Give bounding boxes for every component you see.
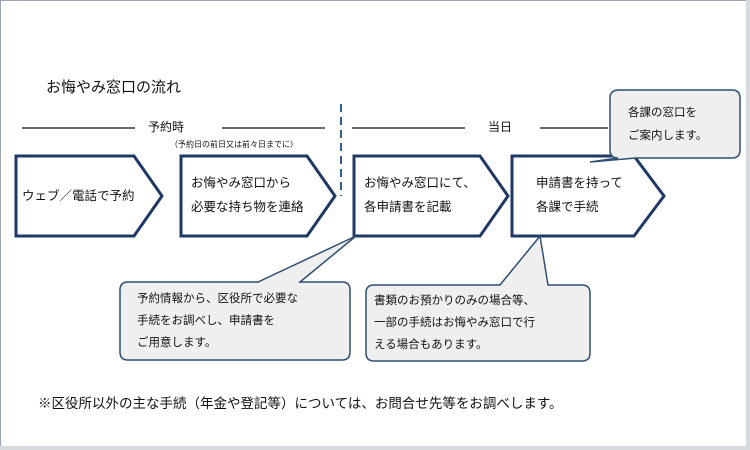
step-2-line-2: 必要な持ち物を連絡 bbox=[191, 199, 304, 214]
step-3-line-2: 各申請書を記載 bbox=[364, 199, 452, 214]
phase-sublabel-reservation: （予約日の前日又は前々日までに） bbox=[170, 140, 298, 149]
callout-documents-line-2: 一部の手続はお悔やみ窓口で行 bbox=[374, 315, 535, 329]
footnote: ※区役所以外の主な手続（年金や登記等）については、お問合せ先等をお調べします。 bbox=[38, 396, 563, 412]
frame-shadow-bottom bbox=[0, 446, 750, 450]
callout-bubble-guidance bbox=[589, 89, 741, 163]
callout-prepare-line-3: ご用意します。 bbox=[137, 335, 217, 349]
step-arrow-1 bbox=[14, 154, 164, 238]
phase-label-same-day: 当日 bbox=[488, 120, 513, 134]
callout-guidance-line-1: 各課の窓口を bbox=[628, 105, 697, 119]
step-1-text: ウェブ／電話で予約 bbox=[22, 188, 135, 203]
step-4-line-1: 申請書を持って bbox=[536, 175, 623, 190]
step-arrow-2 bbox=[179, 154, 337, 238]
phase-label-reservation: 予約時 bbox=[148, 120, 185, 134]
callout-prepare-line-1: 予約情報から、区役所で必要な bbox=[137, 291, 298, 305]
diagram-title: お悔やみ窓口の流れ bbox=[46, 78, 182, 96]
callout-bubble-prepare bbox=[119, 235, 357, 361]
callout-documents-line-1: 書類のお預かりのみの場合等、 bbox=[374, 293, 535, 307]
callout-prepare-line-2: 手続をお調べし、申請書を bbox=[137, 313, 275, 327]
step-2-line-1: お悔やみ窓口から bbox=[191, 175, 292, 190]
step-arrow-3 bbox=[352, 154, 510, 238]
callout-documents-line-3: える場合もあります。 bbox=[374, 337, 488, 351]
step-3-line-1: お悔やみ窓口にて、 bbox=[364, 175, 476, 190]
frame-shadow-right bbox=[746, 0, 750, 450]
callout-bubble-documents bbox=[365, 234, 591, 362]
step-4-line-2: 各課で手続 bbox=[536, 199, 599, 214]
callout-guidance-line-2: ご案内します。 bbox=[628, 128, 708, 142]
